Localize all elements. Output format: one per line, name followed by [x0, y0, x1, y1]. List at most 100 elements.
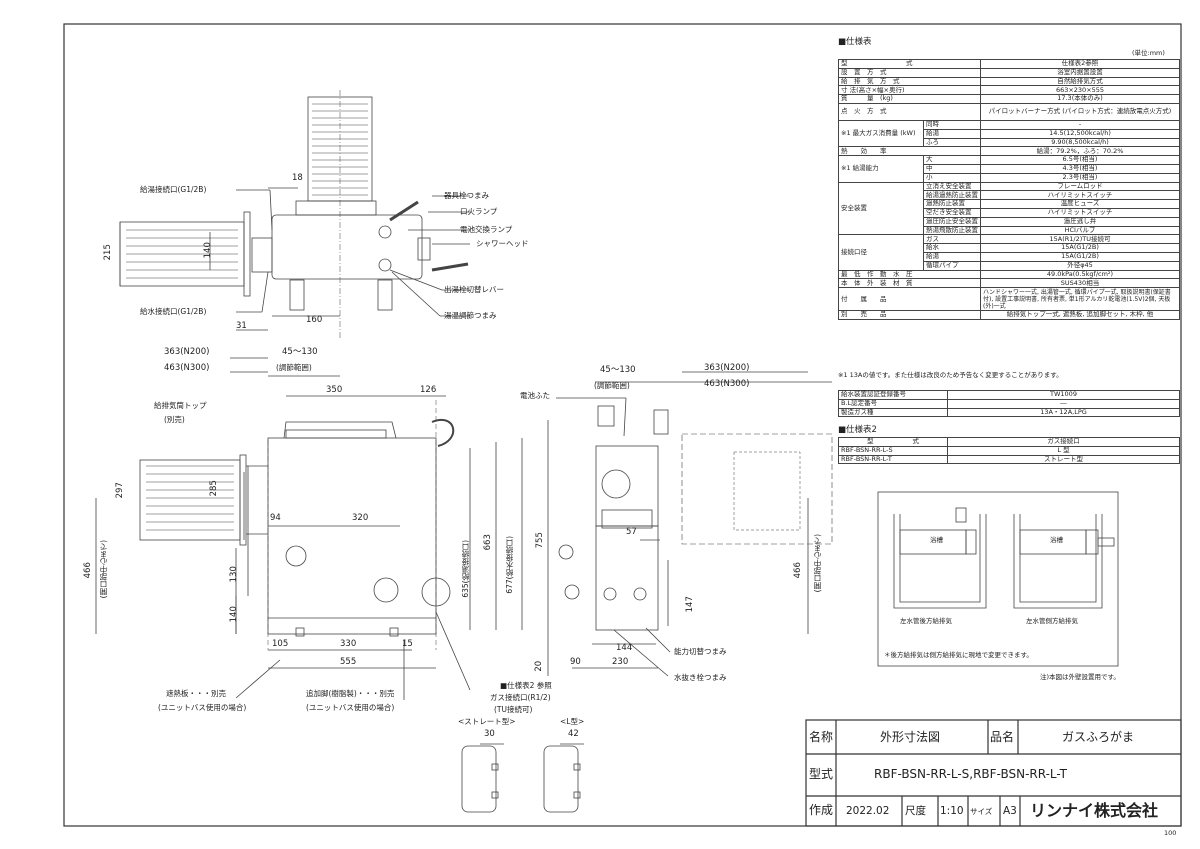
spec-label: 設 置 方 式 [838, 67, 981, 78]
spec-sub: 同時 [923, 119, 981, 130]
spec-value: 9.90(8,500kcal/h) [980, 137, 1180, 148]
spec-label: 別 売 品 [838, 310, 981, 320]
dim-466-front: 466 [82, 562, 93, 579]
dim-31: 31 [236, 321, 247, 331]
spec-label: 安全装置 [838, 181, 924, 236]
dim-330: 330 [340, 639, 357, 649]
battery-lamp-label: 電池交換ランプ [460, 225, 513, 234]
spec-value: 2.3号(相当) [980, 172, 1180, 183]
dim-677-water: 677(給水接続口) [505, 536, 514, 594]
opening-center-front: (開口部中心まで) [99, 540, 108, 599]
spec-value: HCIバルブ [980, 225, 1180, 236]
spec-value: 15A(G1/2B) [980, 243, 1180, 253]
outlet-lever-label: 出湯栓切替レバー [444, 285, 504, 294]
spec-footnote: ※1 13Aの値です。また仕様は改良のため予告なく変更することがあります。 [838, 371, 1063, 379]
dim-215: 215 [102, 244, 113, 261]
spec-title: ■仕様表 [838, 37, 872, 47]
cert-label: 製造ガス種 [838, 407, 948, 418]
spec-value: 過圧逃し弁 [980, 216, 1180, 227]
gas-connection-label: ガス接続口(R1/2) [490, 693, 551, 702]
installation-diagrams [877, 491, 1119, 667]
spec-sub: 中 [923, 163, 981, 174]
dim-57: 57 [626, 527, 637, 537]
spec-value: 給排気トップ一式, 遮熱板, 追加脚セット, 木枠, 他 [980, 310, 1180, 320]
dim-144: 144 [616, 643, 633, 653]
spec-label: ※1 最大ガス消費量 (kW) [838, 119, 924, 148]
dim-160: 160 [306, 315, 323, 325]
battery-cover-label: 電池ふた [520, 391, 550, 400]
title-model-value: RBF-BSN-RR-L-S,RBF-BSN-RR-L-T [874, 767, 1067, 781]
spec-value: 温度ヒューズ [980, 199, 1180, 209]
dim-285: 285 [208, 480, 219, 497]
spec-value: 4.3号(相当) [980, 163, 1180, 174]
hot-water-connection-label: 給湯接続口(G1/2B) [140, 185, 207, 194]
l-type-label: <L型> [560, 717, 585, 726]
spec-value: ハイリミットスイッチ [980, 207, 1180, 218]
cert-value: ― [947, 398, 1180, 409]
spec2-header: 型 式 [838, 437, 948, 447]
tu-ok-label: (TU接続可) [494, 705, 533, 714]
dim-105: 105 [272, 639, 289, 649]
title-size-label: サイズ [970, 807, 993, 816]
spec-label: 型 式 [838, 59, 981, 69]
diagram-note: ＊後方給排気は側方給排気に現地で変更できます。 [884, 651, 1033, 659]
dim-755: 755 [534, 532, 545, 549]
dim-350: 350 [326, 385, 343, 395]
spec-sub: 熱湯飛散防止装置 [923, 225, 981, 236]
spec-label: 給 排 気 方 式 [838, 76, 981, 87]
top-view-drawing [119, 90, 470, 340]
title-name-label: 名称 [809, 730, 834, 744]
unit-bath-note-2: (ユニットバス使用の場合) [306, 703, 395, 712]
dim-94: 94 [270, 513, 281, 523]
bathtub-label: 浴槽 [1050, 536, 1063, 544]
spec2-reference: ■仕様表2 参照 [500, 681, 552, 690]
spec2-model: RBF-BSN-RR-L-T [838, 454, 948, 465]
title-date: 2022.02 [846, 805, 890, 817]
spec-sub: 給湯 [923, 251, 981, 262]
dim-635-hot: 635(給湯接続口) [461, 540, 470, 598]
spec2-title: ■仕様表2 [838, 425, 877, 435]
spec-value: 15A(R1/2)TU接続可 [980, 234, 1180, 245]
spec-label: 接続口径 [838, 234, 924, 271]
spec-value: 仕様表2参照 [980, 59, 1180, 69]
dim-140: 140 [202, 242, 213, 259]
title-product-label: 品名 [990, 730, 1015, 744]
dim-140-front: 140 [228, 606, 239, 623]
spec-label: 熱 効 率 [838, 146, 981, 157]
spec2-model: RBF-BSN-RR-L-S [838, 445, 948, 456]
dim-18: 18 [292, 173, 303, 183]
drain-knob-label: 水抜き栓つまみ [674, 673, 727, 682]
title-made-label: 作成 [809, 803, 834, 817]
adjust-range: (調節範囲) [276, 363, 312, 372]
spec-value: フレームロッド [980, 181, 1180, 192]
cert-label: B.L認定番号 [838, 398, 948, 409]
spec-label: 本 体 外 装 材 質 [838, 278, 981, 289]
spec-sub: 循環パイプ [923, 260, 981, 271]
spec-value: ハンドシャワー一式, 出湯管一式, 循環パイプ一式, 取扱説明書(保証書付), … [980, 287, 1180, 312]
spec-sub: 給湯 [923, 128, 981, 139]
gas-connection-details [461, 743, 584, 813]
spec-value: 自然給排気方式 [980, 76, 1180, 87]
dim-30: 30 [484, 729, 495, 739]
side-vent-caption: 左水管側方給排気 [1026, 617, 1078, 625]
dim-147: 147 [684, 596, 695, 613]
side-view-drawing [556, 371, 833, 677]
company-name: リンナイ株式会社 [1030, 801, 1159, 820]
dim-126: 126 [420, 385, 437, 395]
spec-sub: 空だき安全装置 [923, 207, 981, 218]
sold-separately: (別売) [164, 415, 185, 424]
title-size: A3 [1003, 805, 1017, 817]
pilot-lamp-label: 口火ランプ [460, 207, 498, 216]
dim-90: 90 [570, 657, 581, 667]
spec-label: 付 属 品 [838, 287, 981, 312]
opening-center-side: (開口部中心まで) [813, 534, 822, 593]
spec-sub: ふろ [923, 137, 981, 148]
spec-label: ※1 給湯能力 [838, 155, 924, 183]
unit-note: (単位:mm) [1132, 49, 1165, 57]
adjust-range-side: (調節範囲) [594, 381, 630, 390]
title-block-lines [805, 719, 1182, 827]
